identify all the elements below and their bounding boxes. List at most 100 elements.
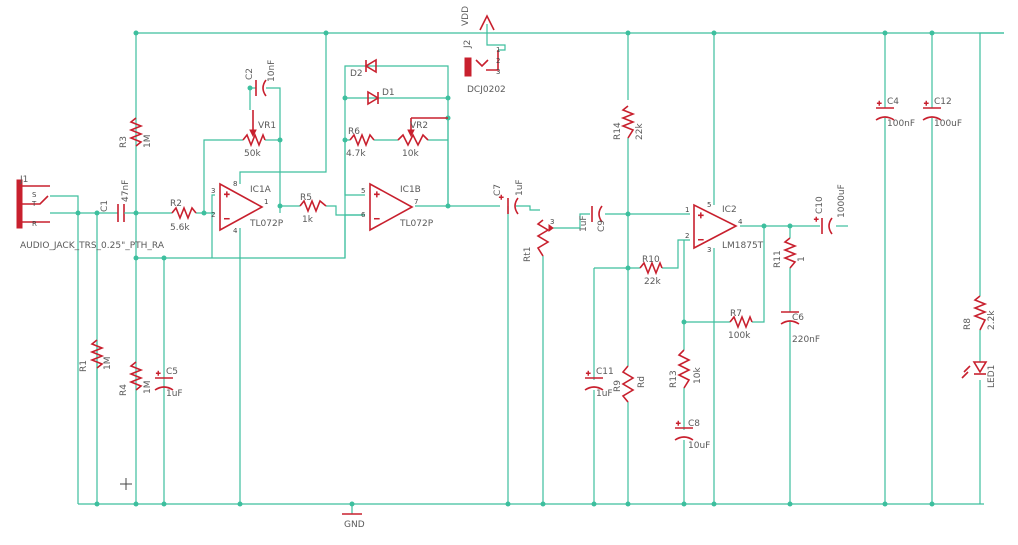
resistor-r2: R2 5.6k [170,199,197,233]
opamp-ic1b: + − 5 6 7 IC1B TL072P [361,182,434,232]
cap-c7: + C7 1uF [493,179,525,215]
pot-vr1: VR1 50k [242,110,276,159]
resistor-r14: R14 22k [613,105,645,140]
dc-jack-j2: 1 2 3 J2 DCJ0202 [463,40,506,95]
resistor-r4: R4 1M [119,361,153,396]
resistor-r5: R5 1k [299,193,327,225]
r13-value: 10k [693,367,703,384]
c1-ref: C1 [100,200,110,212]
j2-value: DCJ0202 [467,85,506,95]
diode-d1: D1 [367,88,395,106]
ic2-pin-1: 1 [685,206,689,214]
c8-value: 10uF [688,441,710,451]
c12-ref: C12 [934,97,952,107]
svg-text:+: + [877,99,882,108]
svg-text:−: − [224,214,230,225]
cap-c10: + C10 1000uF [814,184,847,235]
r11-ref: R11 [773,250,783,268]
j1-pin-t: T [31,200,37,208]
resistor-r13: R13 10k [669,349,703,389]
j2-pin-1: 1 [496,46,500,54]
r6-value: 4.7k [346,149,366,159]
resistor-r1: R1 1M [79,339,113,372]
j1-value: AUDIO_JACK_TRS_0.25"_PTH_RA [20,241,165,251]
ic2-pin-2: 2 [685,232,689,240]
j1-pin-r: R [32,220,37,228]
j2-pin-2: 2 [496,57,500,65]
svg-text:+: + [224,190,230,201]
c4-value: 100nF [887,119,915,129]
c9-value: 1uF [579,215,589,232]
ic1a-pin-3: 3 [211,187,215,195]
ic1a-pin-1: 1 [264,198,268,206]
vr1-value: 50k [244,149,261,159]
ic1a-pin-8: 8 [233,180,237,188]
r5-ref: R5 [300,193,312,203]
r13-ref: R13 [669,370,679,388]
r3-ref: R3 [119,136,129,148]
junctions [75,30,935,507]
c5-value: 1uF [166,389,183,399]
led-led1: LED1 [961,361,997,388]
r2-ref: R2 [170,199,182,209]
svg-text:+: + [499,193,504,202]
cap-c1: C1 47nF [100,180,132,222]
svg-text:−: − [698,235,704,246]
cap-c12: + C12 100uF [922,97,962,129]
j2-pin-3: 3 [496,68,500,76]
vr2-value: 10k [402,149,419,159]
cap-c9: C9 1uF [579,205,607,232]
crosshair-marker [120,478,132,490]
resistor-r6: R6 4.7k [346,127,375,159]
c12-value: 100uF [934,119,962,129]
r2-value: 5.6k [170,223,190,233]
j1-ref: J1 [19,175,28,185]
c2-ref: C2 [245,68,255,80]
c10-ref: C10 [815,196,825,214]
c9-ref: C9 [597,220,607,232]
ic1b-pin-5: 5 [361,187,365,195]
ic2-pin-3: 3 [707,246,711,254]
ic2-value: LM1875T [722,241,764,251]
ic2-pin-5: 5 [707,201,711,209]
cap-c5: + C5 1uF [154,367,183,399]
svg-text:3: 3 [550,218,554,226]
c6-ref: C6 [792,313,804,323]
d1-ref: D1 [382,88,395,98]
resistor-r7: R7 100k [728,309,753,341]
resistor-r8: R8 2.2k [963,295,997,331]
r8-value: 2.2k [987,310,997,330]
ic1b-value: TL072P [399,219,434,229]
gnd-symbol: GND [342,513,365,530]
c1-value: 47nF [121,180,131,202]
diode-d2: D2 [350,58,377,79]
cap-c8: + C8 10uF [674,419,710,451]
r4-ref: R4 [119,384,129,396]
r11-value: 1 [797,256,807,262]
vr1-ref: VR1 [258,121,276,131]
c10-value: 1000uF [837,184,847,218]
j2-ref: J2 [463,40,473,49]
j1-pin-s: S [32,191,37,199]
vdd-symbol: VDD [461,6,495,31]
ic1a-pin-2: 2 [211,211,215,219]
cap-c6: C6 220nF [780,311,820,345]
ic1b-ref: IC1B [400,185,421,195]
r7-ref: R7 [730,309,742,319]
r14-value: 22k [635,123,645,140]
cap-c4: + C4 100nF [875,97,915,129]
r3-value: 1M [143,135,153,149]
c4-ref: C4 [887,97,899,107]
c8-ref: C8 [688,419,700,429]
r1-ref: R1 [79,360,89,372]
wires [50,24,1004,514]
ic2-ref: IC2 [722,205,737,215]
ic2-pin-4: 4 [738,218,743,226]
pot-vr2: VR2 10k [397,117,448,159]
pot-rt1: 3 Rt1 [523,218,554,262]
ic1a-pin-4: 4 [233,227,238,235]
c2-value: 10nF [267,60,277,82]
r10-value: 22k [644,277,661,287]
cap-c2: C2 10nF [245,60,277,97]
